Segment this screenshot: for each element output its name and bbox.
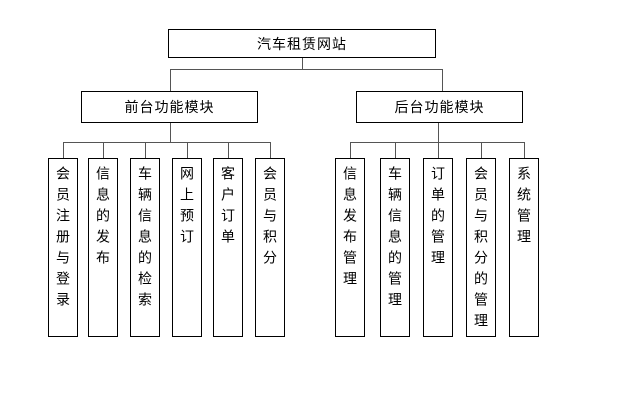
leaf-label: 订单的管理 [430, 166, 446, 271]
connector [170, 69, 443, 70]
leaf-label: 车辆信息的管理 [387, 166, 403, 313]
leaf-order-mgmt: 订单的管理 [423, 158, 453, 337]
connector [481, 142, 482, 158]
connector [170, 123, 171, 142]
branch-node-backend-modules: 后台功能模块 [356, 91, 523, 123]
leaf-label: 信息的发布 [95, 166, 111, 271]
connector [170, 69, 171, 91]
connector [63, 142, 271, 143]
connector [145, 142, 146, 158]
leaf-members-points: 会员与积分 [255, 158, 285, 337]
connector [103, 142, 104, 158]
connector [350, 142, 351, 158]
leaf-label: 会员注册与登录 [55, 166, 71, 313]
connector [438, 123, 439, 142]
connector [524, 142, 525, 158]
leaf-label: 客户订单 [220, 166, 236, 250]
leaf-label: 车辆信息的检索 [137, 166, 153, 313]
connector [228, 142, 229, 158]
leaf-info-publishing-mgmt: 信息发布管理 [335, 158, 365, 337]
leaf-label: 网上预订 [179, 166, 195, 250]
leaf-vehicle-info-search: 车辆信息的检索 [130, 158, 160, 337]
leaf-label: 会员与积分的管理 [473, 166, 489, 334]
connector [302, 58, 303, 69]
connector [63, 142, 64, 158]
connector [270, 142, 271, 158]
branch-node-frontend-modules: 前台功能模块 [81, 91, 258, 123]
leaf-customer-orders: 客户订单 [213, 158, 243, 337]
leaf-label: 信息发布管理 [342, 166, 358, 292]
connector [350, 142, 525, 143]
connector [442, 69, 443, 91]
leaf-vehicle-info-mgmt: 车辆信息的管理 [380, 158, 410, 337]
leaf-members-points-mgmt: 会员与积分的管理 [466, 158, 496, 337]
leaf-online-booking: 网上预订 [172, 158, 202, 337]
leaf-system-mgmt: 系统管理 [509, 158, 539, 337]
leaf-label: 系统管理 [516, 166, 532, 250]
leaf-info-publishing: 信息的发布 [88, 158, 118, 337]
leaf-label: 会员与积分 [262, 166, 278, 271]
connector [187, 142, 188, 158]
connector [395, 142, 396, 158]
connector [438, 142, 439, 158]
leaf-member-registration-login: 会员注册与登录 [48, 158, 78, 337]
root-node-car-rental-site: 汽车租赁网站 [168, 29, 436, 58]
